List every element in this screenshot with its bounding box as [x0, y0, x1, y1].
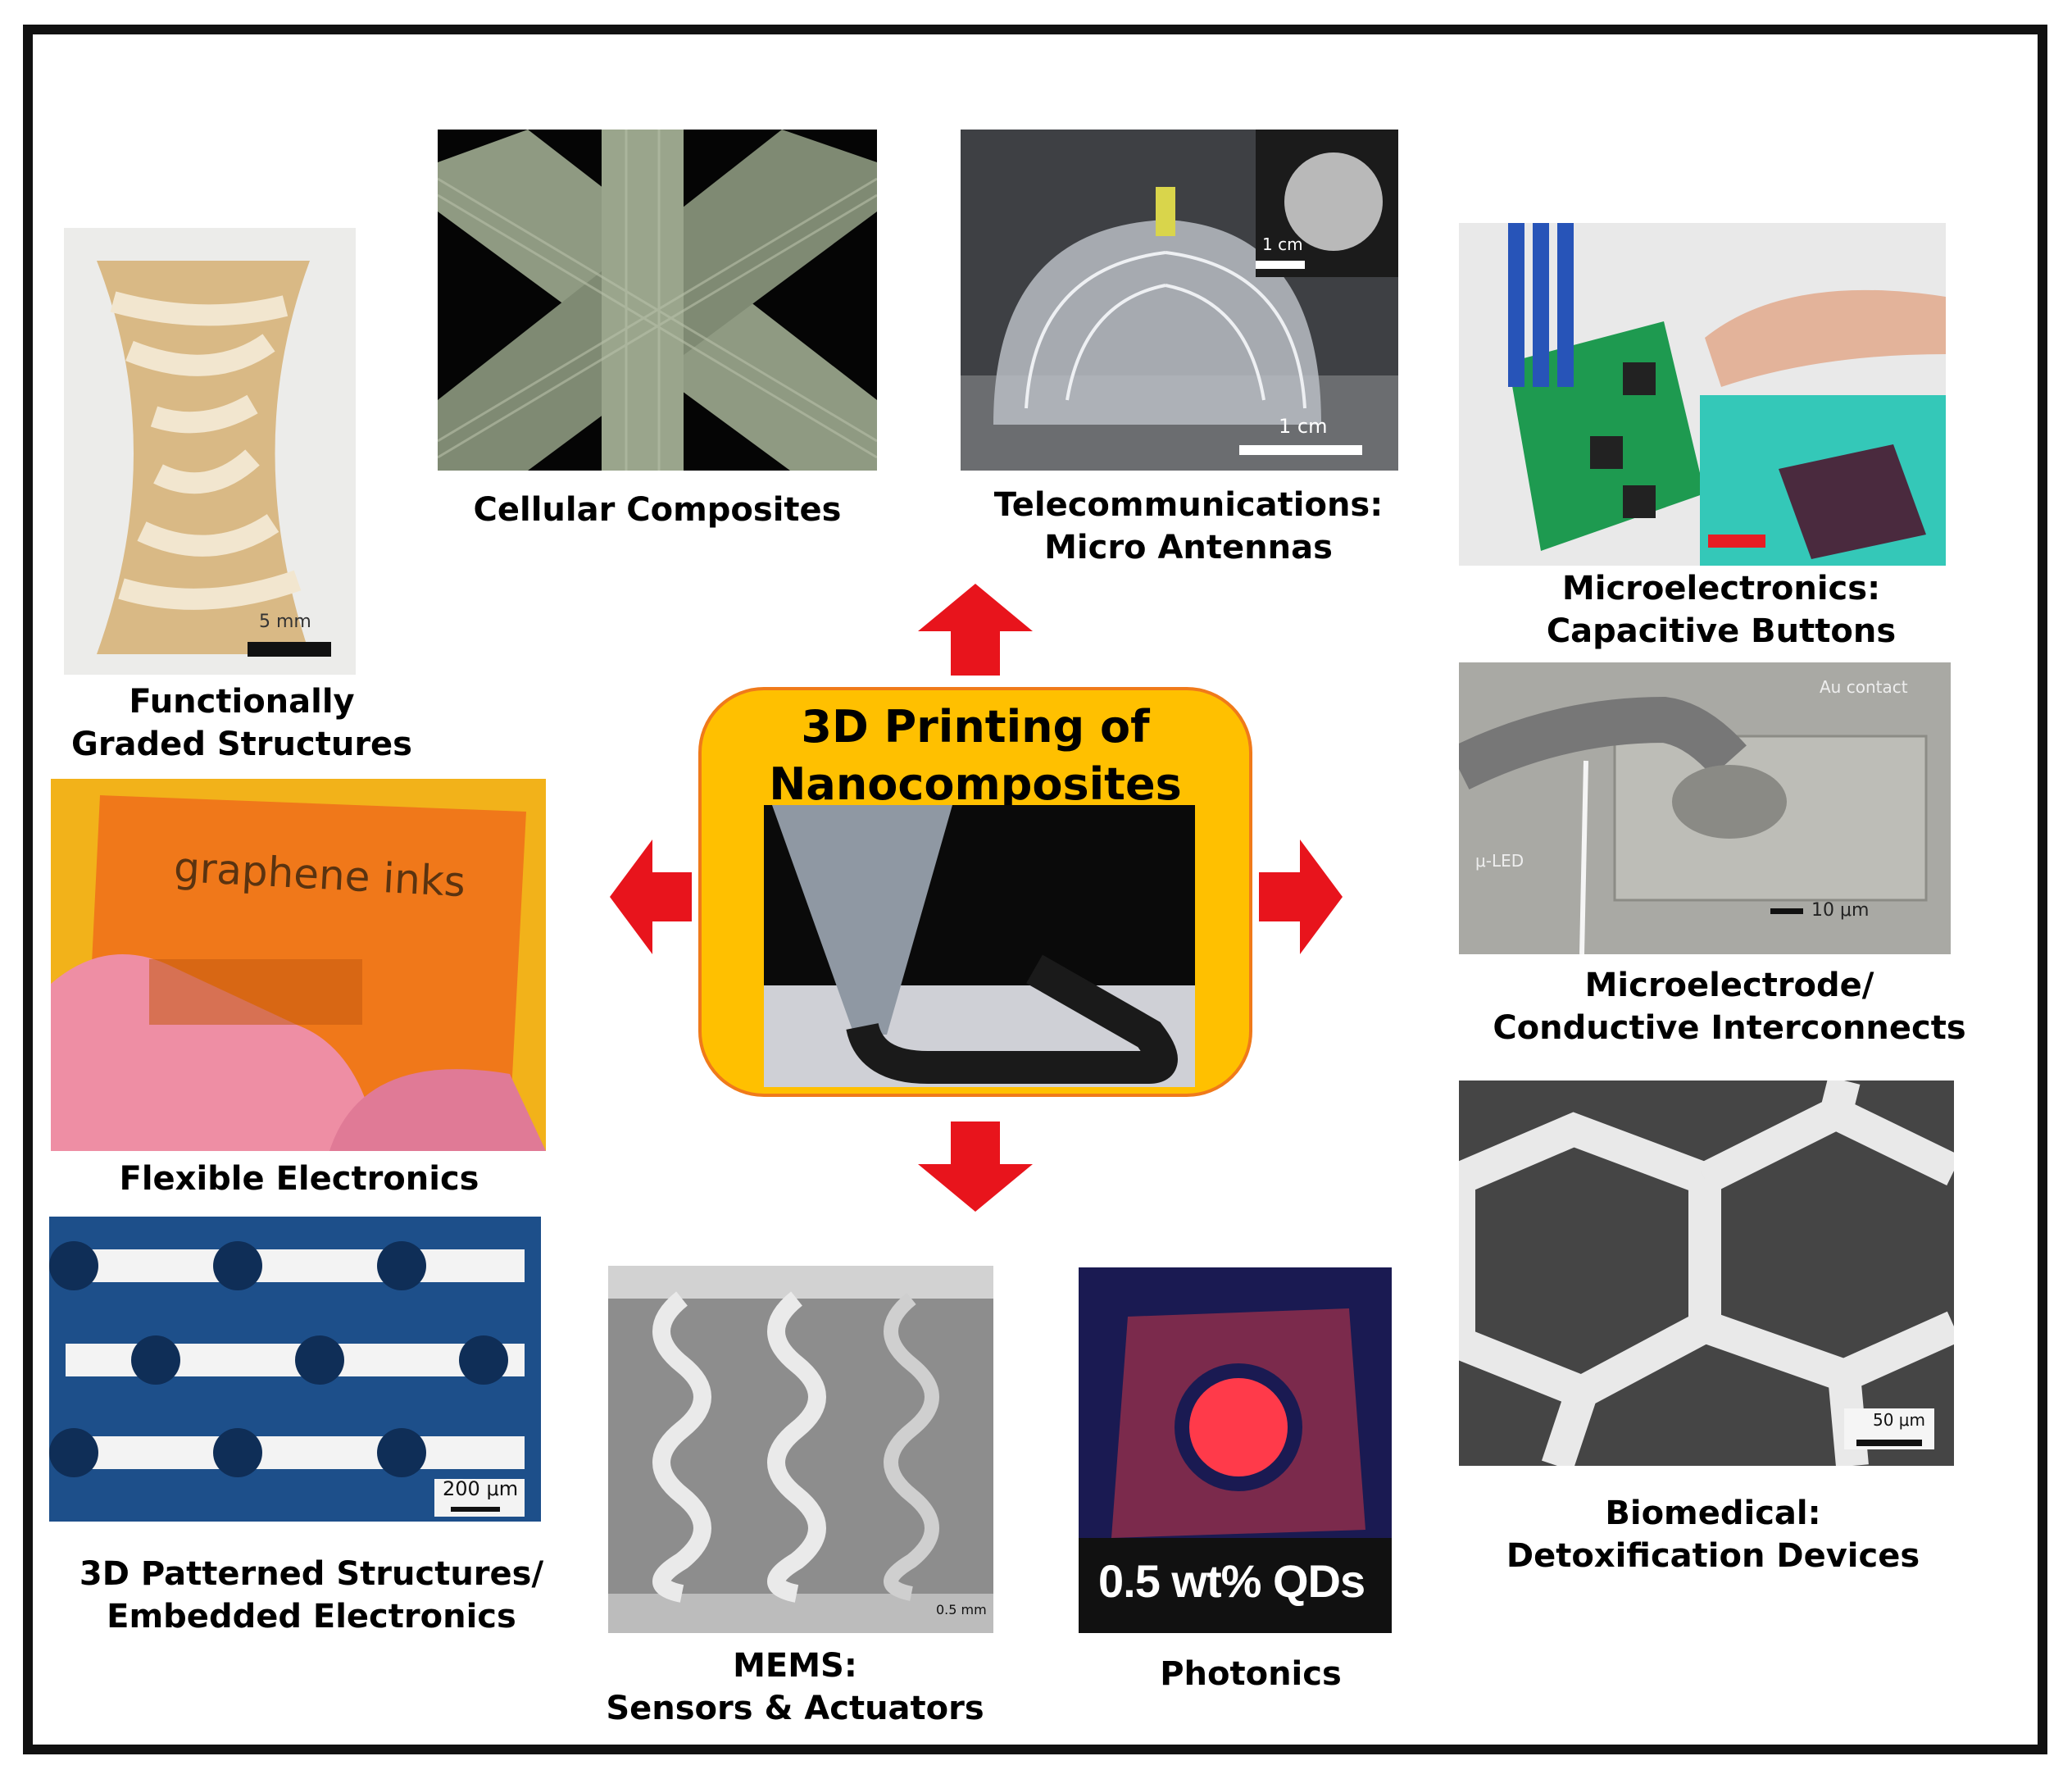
graded-structure-photo: 5 mm	[64, 228, 356, 675]
graded-caption-line1: Functionally	[129, 683, 355, 721]
flexible-electronics-caption: Flexible Electronics	[119, 1160, 479, 1198]
arrow-up	[918, 584, 1033, 676]
electrode-scale: 10 μm	[1811, 900, 1870, 921]
telecom-caption-line2: Micro Antennas	[1044, 529, 1333, 566]
micro-antenna-photo: 1 cm 1 cm	[961, 130, 1398, 471]
telecom-caption: Telecommunications: Micro Antennas	[934, 484, 1443, 569]
biomedical-scaffold-photo: 50 μm	[1459, 1081, 1954, 1466]
microelectronics-caption: Microelectronics: Capacitive Buttons	[1451, 567, 1992, 653]
arrow-down	[918, 1121, 1033, 1212]
telecom-inset-scale: 1 cm	[1262, 234, 1303, 254]
hub-title-line2: Nanocomposites	[769, 758, 1182, 810]
electrode-caption-line2: Conductive Interconnects	[1493, 1009, 1966, 1047]
hub-title: 3D Printing of Nanocomposites	[702, 698, 1249, 813]
biomed-caption-line1: Biomedical:	[1605, 1495, 1821, 1532]
cellular-composites-photo	[438, 130, 877, 471]
patterned-structures-caption: 3D Patterned Structures/ Embedded Electr…	[33, 1553, 590, 1638]
cellular-composites-caption: Cellular Composites	[473, 491, 842, 529]
mems-caption: MEMS: Sensors & Actuators	[574, 1645, 1016, 1730]
microelectrode-caption: Microelectrode/ Conductive Interconnects	[1443, 964, 2016, 1049]
patterned-caption-line2: Embedded Electronics	[107, 1598, 516, 1636]
mems-caption-line1: MEMS:	[733, 1647, 857, 1685]
electrode-led-label: μ-LED	[1475, 851, 1524, 871]
capacitive-buttons-photo	[1459, 223, 1946, 566]
patterned-structures-photo: 200 μm	[49, 1217, 541, 1522]
graded-caption-line2: Graded Structures	[71, 726, 412, 763]
mems-photo: 0.5 mm	[608, 1266, 993, 1633]
arrow-left	[610, 839, 692, 954]
arrow-right	[1259, 839, 1343, 954]
micro-caption-line2: Capacitive Buttons	[1546, 612, 1897, 650]
flexible-electronics-photo: graphene inks	[51, 779, 546, 1151]
patterned-caption-line1: 3D Patterned Structures/	[79, 1555, 544, 1593]
printing-nozzle-photo	[764, 805, 1195, 1087]
photonics-overlay-text: 0.5 wt% QDs	[1098, 1555, 1365, 1607]
micro-caption-line1: Microelectronics:	[1561, 570, 1881, 607]
photonics-photo: 0.5 wt% QDs	[1079, 1267, 1392, 1633]
patterned-scale: 200 μm	[443, 1477, 519, 1500]
mems-caption-line2: Sensors & Actuators	[606, 1690, 984, 1727]
mems-scale: 0.5 mm	[936, 1602, 987, 1617]
biomed-scale: 50 μm	[1873, 1410, 1926, 1430]
biomedical-caption: Biomedical: Detoxification Devices	[1443, 1492, 1983, 1577]
electrode-caption-line1: Microelectrode/	[1584, 967, 1874, 1004]
telecom-caption-line1: Telecommunications:	[993, 486, 1384, 524]
microelectrode-photo: Au contact μ-LED 10 μm	[1459, 662, 1951, 954]
hub-title-line1: 3D Printing of	[801, 701, 1150, 753]
electrode-contact-label: Au contact	[1820, 677, 1908, 697]
graded-scale-label: 5 mm	[259, 612, 311, 632]
biomed-caption-line2: Detoxification Devices	[1506, 1537, 1920, 1575]
graded-structures-caption: Functionally Graded Structures	[33, 680, 451, 766]
central-hub: 3D Printing of Nanocomposites	[698, 687, 1252, 1097]
photonics-caption: Photonics	[1160, 1655, 1342, 1693]
telecom-scale: 1 cm	[1279, 415, 1328, 438]
